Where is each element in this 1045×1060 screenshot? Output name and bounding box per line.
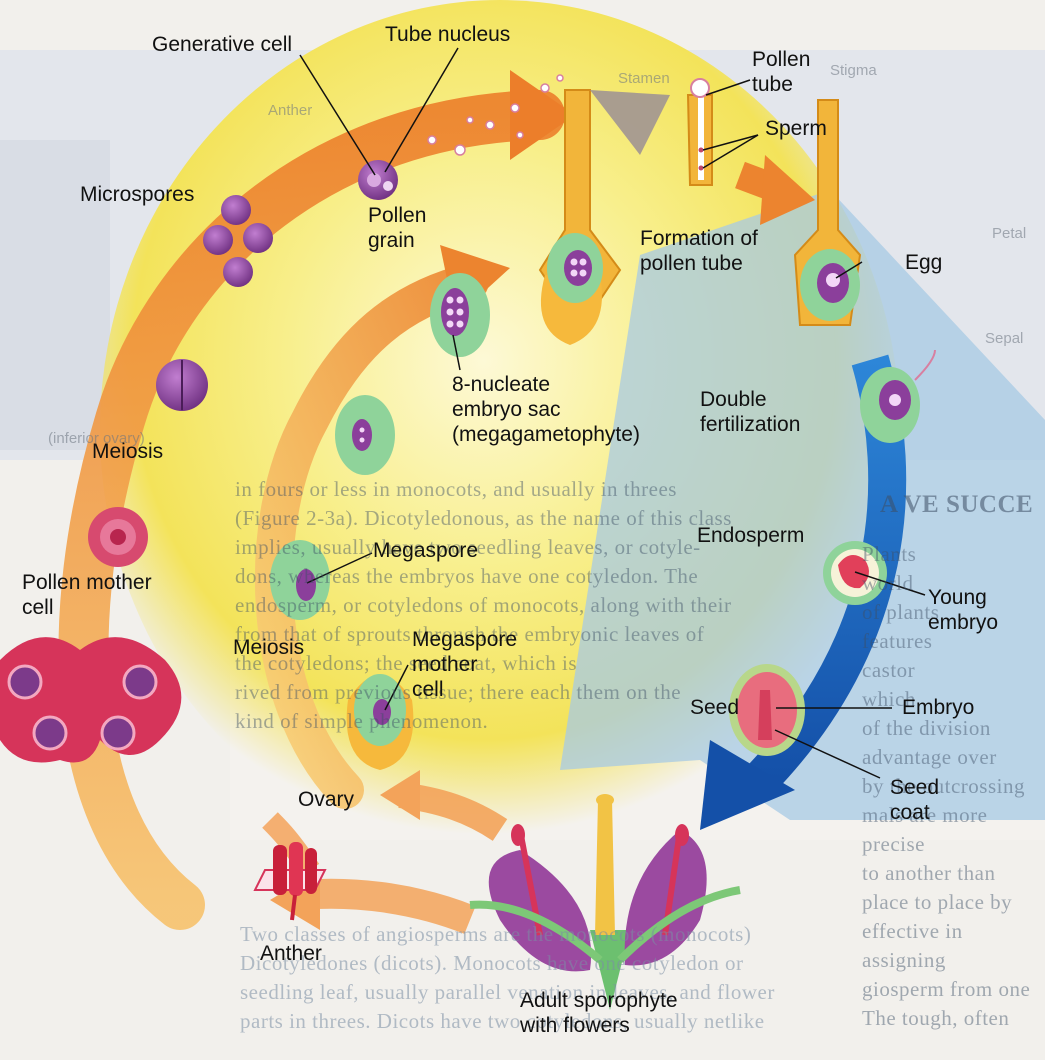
background-paragraph-right: Plants world of plants features castor w… <box>862 542 1031 1030</box>
ghost-label-sepal: Sepal <box>985 330 1024 347</box>
endosperm-seed <box>823 541 887 605</box>
pollen-tube-structure <box>686 78 713 186</box>
anther-small <box>253 842 327 921</box>
label-tube-nucleus: Tube nucleus <box>385 23 511 46</box>
label-seed-coat: Seed coat <box>890 776 940 824</box>
label-megaspore: Megaspore <box>373 539 479 562</box>
label-pollen-mother-cell: Pollen mother cell <box>22 571 152 619</box>
embryo-sac-ovule <box>430 273 490 357</box>
label-egg: Egg <box>905 251 943 274</box>
ghost-label-anther: Anther <box>268 102 313 119</box>
adult-sporophyte-flower <box>469 794 741 1010</box>
mature-seed <box>729 664 805 756</box>
label-meiosis-top: Meiosis <box>92 440 164 463</box>
label-pollen-tube: Pollen tube <box>752 48 811 96</box>
label-adult-sporophyte: Adult sporophyte with flowers <box>520 989 678 1037</box>
megaspore-mother-cell-ovule <box>346 674 414 770</box>
label-ovary: Ovary <box>298 788 355 811</box>
background-paragraph-bottom: Two classes of angiosperms are the monoc… <box>240 922 775 1033</box>
leader-lines <box>299 47 926 779</box>
pollen-grain <box>358 160 398 200</box>
label-embryo: Embryo <box>902 696 975 719</box>
background-paragraph-middle: in fours or less in monocots, and usuall… <box>235 477 732 733</box>
label-seed: Seed <box>690 696 740 719</box>
ovule-mid <box>335 395 395 475</box>
outer-orange-arrow <box>58 70 575 930</box>
label-formation-of-pollen-tube: Formation of pollen tube <box>640 227 758 275</box>
fertilized-ovule <box>860 349 936 443</box>
background-heading: A VE SUCCE <box>880 491 1034 518</box>
orange-arrow-to-egg <box>735 155 815 225</box>
meiosis-dividing-cell <box>156 359 208 411</box>
label-young-embryo: Young embryo <box>928 586 999 634</box>
pollen-mother-cell <box>88 507 148 567</box>
background-sidebar-box <box>0 140 110 450</box>
anther-cross-section <box>0 637 182 763</box>
label-microspores: Microspores <box>80 183 195 206</box>
ghost-label-stigma: Stigma <box>830 62 877 79</box>
label-pollen-grain: Pollen grain <box>368 204 427 252</box>
label-sperm: Sperm <box>765 117 827 140</box>
label-meiosis-bottom: Meiosis <box>233 636 305 659</box>
microspores-tetrad <box>203 195 273 287</box>
ghost-label-petal: Petal <box>992 225 1027 242</box>
ghost-label-stamen: Stamen <box>618 70 670 87</box>
label-generative-cell: Generative cell <box>152 33 293 56</box>
pollen-dots <box>427 74 564 156</box>
light-blue-panel <box>560 190 1045 820</box>
ovule-top <box>540 233 603 345</box>
label-anther: Anther <box>260 942 322 965</box>
label-endosperm: Endosperm <box>697 524 805 547</box>
grey-wedge <box>590 90 670 155</box>
label-embryo-sac: 8-nucleate embryo sac (megagametophyte) <box>452 373 640 446</box>
megaspore-ovule <box>270 540 330 620</box>
label-megaspore-mother-cell: Megaspore mother cell <box>412 628 518 701</box>
ghost-label-inferior-ovary: (inferior ovary) <box>48 430 145 447</box>
label-double-fertilization: Double fertilization <box>700 388 801 436</box>
egg-ovule <box>793 99 862 326</box>
